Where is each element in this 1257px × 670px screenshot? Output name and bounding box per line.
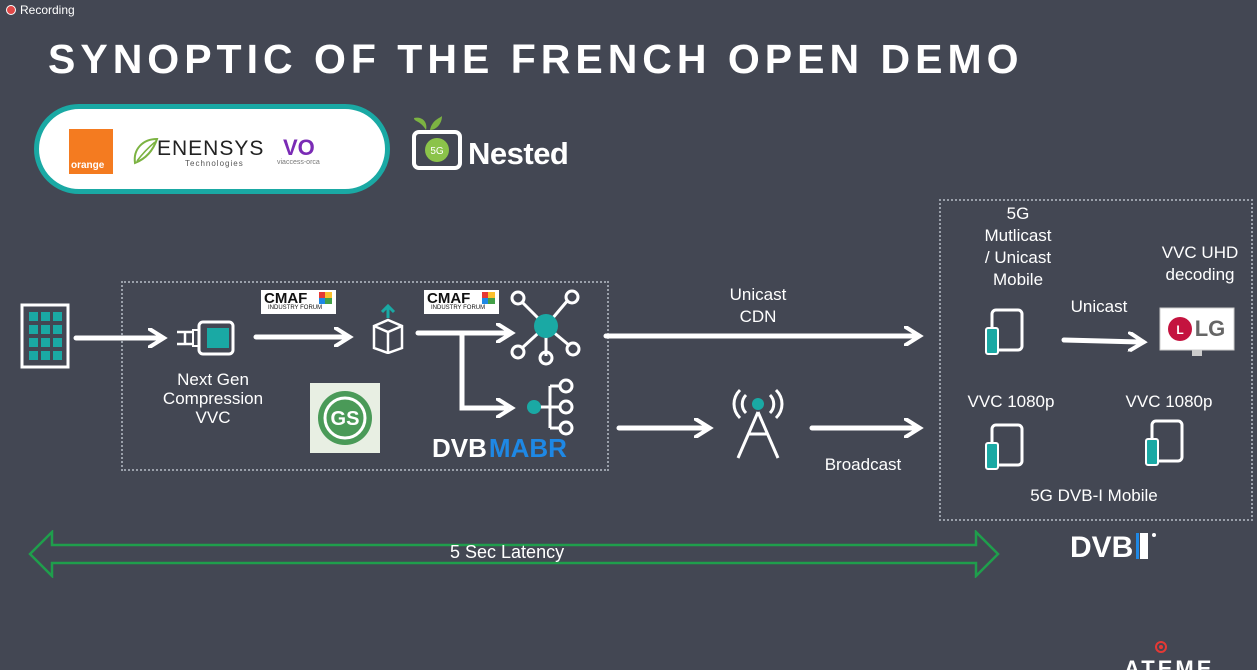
enensys-logo: ENENSYS Technologies bbox=[131, 133, 263, 173]
vvc-1080p-right-label: VVC 1080p bbox=[1125, 392, 1213, 411]
dvbi-mobile-label: 5G DVB-I Mobile bbox=[1030, 486, 1158, 505]
cmaf-logo-1: CMAF INDUSTRY FORUM bbox=[261, 290, 336, 314]
latency-double-arrow bbox=[28, 530, 1000, 578]
ateme-dot-icon bbox=[1155, 641, 1167, 653]
encoder-label: Next Gen Compression VVC bbox=[162, 370, 264, 427]
unicast-label: Unicast bbox=[1070, 297, 1128, 316]
package-icon bbox=[372, 304, 404, 354]
latency-label: 5 Sec Latency bbox=[450, 542, 565, 562]
headend-box bbox=[121, 281, 609, 471]
encoder-icon bbox=[177, 320, 235, 356]
network-hub-icon bbox=[510, 289, 581, 366]
vvc-uhd-label: VVC UHD decoding bbox=[1161, 243, 1239, 284]
mobile-5g-label: 5G Mutlicast / Unicast Mobile bbox=[984, 204, 1052, 289]
receivers-box bbox=[939, 199, 1253, 521]
nested-logo: 5G Nested bbox=[412, 116, 569, 177]
vo-sub-label: viaccess-orca bbox=[277, 159, 320, 166]
arrow-unicast-lg bbox=[1061, 340, 1140, 342]
vo-logo: VO bbox=[283, 135, 315, 160]
gs-logo: GS bbox=[310, 383, 380, 453]
orange-logo: orange bbox=[69, 129, 113, 174]
cmaf-logo-2: CMAF INDUSTRY FORUM bbox=[424, 290, 499, 314]
multicast-tree-icon bbox=[527, 378, 574, 436]
slide-title: SYNOPTIC OF THE FRENCH OPEN DEMO bbox=[48, 36, 1024, 82]
arrow-to-mabr bbox=[459, 335, 508, 408]
partners-logos: orange ENENSYS Technologies VO viaccess-… bbox=[34, 104, 390, 194]
svg-text:5G: 5G bbox=[430, 146, 444, 157]
leaf-icon bbox=[133, 137, 159, 165]
dvb-i-logo: DVB bbox=[1070, 531, 1156, 561]
tablet-icon-broadcast-right bbox=[1145, 419, 1184, 466]
lg-text: LG bbox=[1195, 316, 1226, 341]
recording-indicator[interactable]: Recording bbox=[6, 3, 75, 17]
record-icon bbox=[6, 5, 16, 15]
tablet-icon-unicast bbox=[985, 308, 1024, 355]
svg-text:GS: GS bbox=[331, 408, 360, 430]
broadcast-tower-icon bbox=[732, 388, 784, 459]
svg-text:L: L bbox=[1176, 323, 1183, 337]
broadcast-label: Broadcast bbox=[824, 455, 902, 474]
svg-text:DVB: DVB bbox=[1070, 531, 1133, 561]
vvc-1080p-left-label: VVC 1080p bbox=[967, 392, 1055, 411]
tablet-icon-broadcast-left bbox=[985, 423, 1024, 470]
nested-badge-icon: 5G bbox=[412, 116, 462, 170]
recording-label: Recording bbox=[20, 3, 75, 17]
dvb-mabr-logo: DVBMABR bbox=[432, 433, 567, 463]
building-icon bbox=[20, 303, 70, 369]
unicast-cdn-label: Unicast CDN bbox=[729, 285, 787, 326]
ateme-logo: ATEME bbox=[1122, 640, 1252, 670]
lg-tv-icon: L LG bbox=[1159, 307, 1235, 356]
